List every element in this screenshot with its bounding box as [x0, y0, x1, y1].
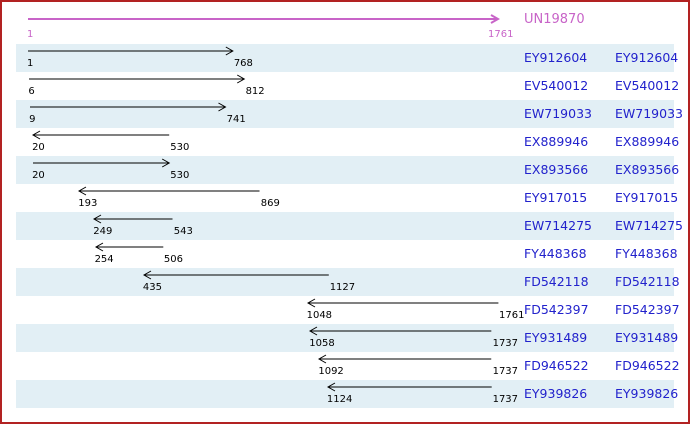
alignment-end-coord: 1737 [492, 394, 519, 405]
alignment-row: 6 812 EV540012 EV540012 [16, 72, 679, 100]
accession-link[interactable]: EV540012 [524, 78, 589, 93]
accession-link-secondary[interactable]: EY912604 [615, 50, 679, 65]
alignment-arrow-left-icon [309, 326, 492, 336]
alignment-arrow-left-icon [94, 242, 163, 252]
alignment-start-coord: 254 [94, 254, 114, 265]
alignment-arrow-left-icon [32, 130, 170, 140]
accession-link-secondary[interactable]: EY931489 [615, 330, 679, 345]
alignment-row: 20 530 EX889946 EX889946 [16, 128, 679, 156]
accession-link[interactable]: EY931489 [524, 330, 588, 345]
alignment-start-coord: 249 [93, 226, 113, 237]
alignment-end-coord: 530 [170, 142, 190, 153]
alignment-end-coord: 741 [226, 114, 246, 125]
alignment-start-coord: 1 [27, 58, 34, 69]
accession-link[interactable]: EX893566 [524, 162, 589, 177]
accession-link-secondary[interactable]: FD946522 [615, 358, 680, 373]
alignment-end-coord: 1127 [329, 282, 356, 293]
alignment-row: 1124 1737 EY939826 EY939826 [16, 380, 678, 408]
alignment-arrow-left-icon [93, 214, 173, 224]
alignment-arrow-left-icon [318, 354, 492, 364]
alignment-end-coord: 543 [173, 226, 193, 237]
alignment-start-coord: 1124 [326, 394, 353, 405]
alignment-start-coord: 1058 [309, 338, 335, 349]
alignment-start-coord: 20 [32, 142, 45, 153]
alignment-start-coord: 1048 [306, 310, 333, 321]
accession-link[interactable]: EX889946 [524, 134, 589, 149]
alignment-row: 435 1127 FD542118 FD542118 [16, 268, 680, 296]
alignment-start-coord: 193 [78, 198, 98, 209]
alignment-row: 1058 1737 EY931489 EY931489 [16, 324, 678, 352]
alignment-arrow-left-icon [78, 186, 260, 196]
reference-start-coord: 1 [27, 29, 34, 40]
alignment-arrow-right-icon [33, 158, 171, 168]
alignment-arrow-right-icon [28, 46, 234, 56]
alignment-end-coord: 869 [260, 198, 280, 209]
accession-link[interactable]: EY939826 [524, 386, 588, 401]
accession-link-secondary[interactable]: FD542118 [615, 274, 680, 289]
alignment-end-coord: 768 [233, 58, 253, 69]
accession-link-secondary[interactable]: EW714275 [615, 218, 683, 233]
accession-link[interactable]: EY917015 [524, 190, 588, 205]
alignment-row: 249 543 EW714275 EW714275 [16, 212, 683, 240]
alignment-start-coord: 435 [142, 282, 162, 293]
accession-link-secondary[interactable]: EW719033 [615, 106, 683, 121]
accession-link[interactable]: EW714275 [524, 218, 592, 233]
accession-link-secondary[interactable]: EY939826 [615, 386, 679, 401]
alignment-end-coord: 1737 [492, 366, 519, 377]
accession-link-secondary[interactable]: EX893566 [615, 162, 680, 177]
alignment-arrow-left-icon [306, 298, 498, 308]
alignment-start-coord: 20 [32, 170, 45, 181]
reference-end-coord: 1761 [488, 29, 514, 40]
alignment-arrow-right-icon [29, 74, 246, 84]
alignment-row: 20 530 EX893566 EX893566 [16, 156, 679, 184]
alignment-row: 193 869 EY917015 EY917015 [16, 184, 678, 212]
alignment-arrow-left-icon [142, 270, 329, 280]
accession-link-secondary[interactable]: FY448368 [615, 246, 678, 261]
alignment-end-coord: 812 [245, 86, 265, 97]
accession-link[interactable]: EY912604 [524, 50, 588, 65]
alignment-start-coord: 9 [29, 114, 36, 125]
alignment-end-coord: 506 [163, 254, 183, 265]
accession-link-secondary[interactable]: FD542397 [615, 302, 680, 317]
alignment-arrow-right-icon [30, 102, 227, 112]
reference-accession-link[interactable]: UN19870 [524, 12, 585, 27]
accession-link[interactable]: FY448368 [524, 246, 587, 261]
alignment-start-coord: 6 [28, 86, 35, 97]
accession-link[interactable]: FD946522 [524, 358, 589, 373]
alignment-start-coord: 1092 [318, 366, 344, 377]
alignment-row: 1 768 EY912604 EY912604 [16, 44, 678, 72]
accession-link[interactable]: EW719033 [524, 106, 592, 121]
reference-arrow-right-icon [28, 14, 500, 24]
accession-link-secondary[interactable]: EX889946 [615, 134, 680, 149]
accession-link-secondary[interactable]: EV540012 [615, 78, 680, 93]
accession-link[interactable]: FD542397 [524, 302, 589, 317]
alignment-row: 1092 1737 FD946522 FD946522 [16, 352, 680, 380]
alignment-row: 254 506 FY448368 FY448368 [16, 240, 678, 268]
alignment-end-coord: 1761 [499, 310, 525, 321]
alignment-end-coord: 1737 [492, 338, 519, 349]
accession-link-secondary[interactable]: EY917015 [615, 190, 679, 205]
alignment-arrow-left-icon [326, 382, 492, 392]
alignment-row: 9 741 EW719033 EW719033 [16, 100, 683, 128]
accession-link[interactable]: FD542118 [524, 274, 589, 289]
alignment-end-coord: 530 [170, 170, 190, 181]
